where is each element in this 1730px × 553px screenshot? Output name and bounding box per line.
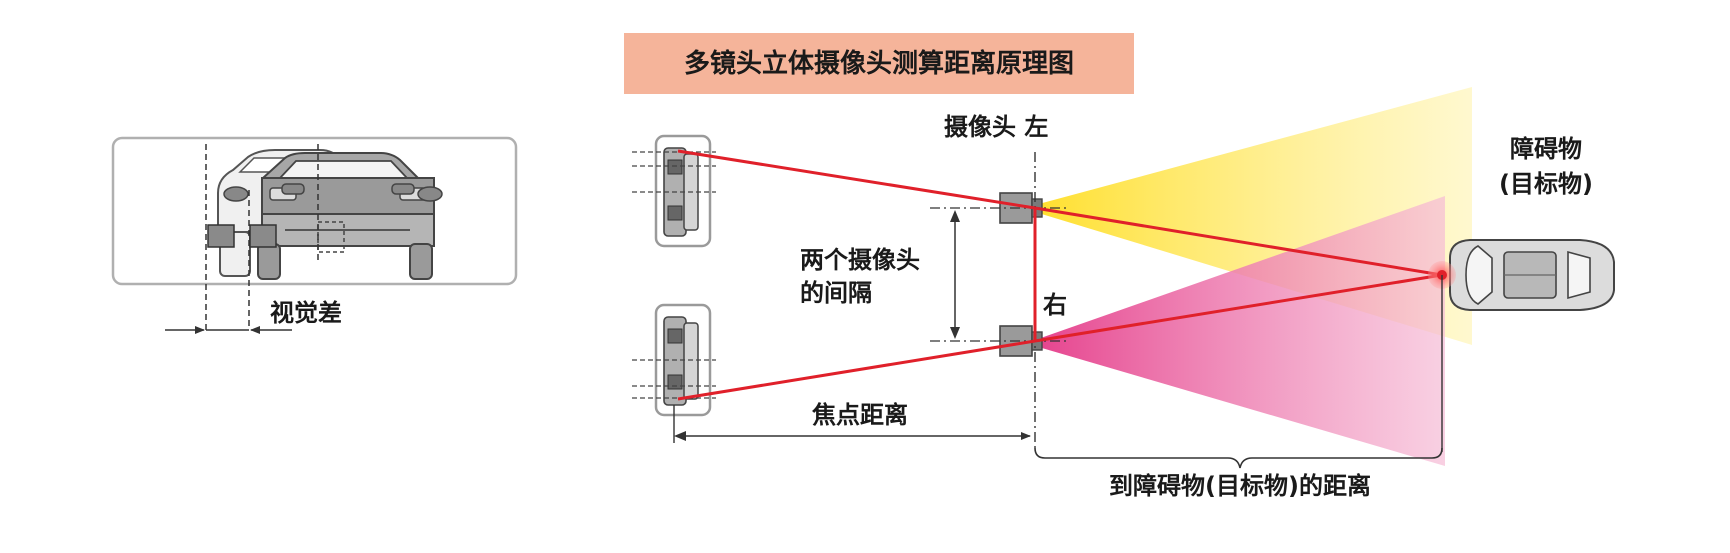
right-target-ray xyxy=(1034,273,1443,343)
diagram-title: 多镜头立体摄像头测算距离原理图 xyxy=(684,48,1074,79)
obstacle-label-1: 障碍物 xyxy=(1510,135,1582,163)
parallax-label: 视觉差 xyxy=(270,299,342,327)
front-car-icon xyxy=(223,152,443,280)
right-sensor-image xyxy=(632,303,716,417)
left-target-ray xyxy=(1034,206,1443,277)
left-focal-ray xyxy=(677,149,1036,210)
camera-spacing-label-2: 的间隔 xyxy=(800,279,872,307)
target-car-icon xyxy=(1449,239,1615,311)
parallax-panel: 视觉差 xyxy=(111,136,518,334)
camera-spacing-label-1: 两个摄像头 xyxy=(800,246,920,274)
ray-lines xyxy=(677,149,1443,401)
obstacle-label-2: (目标物) xyxy=(1499,170,1593,198)
spacing-arrow-bottom xyxy=(950,327,960,339)
camera-right-label: 右 xyxy=(1043,291,1067,319)
distance-brace xyxy=(1034,447,1443,469)
right-camera-beam xyxy=(1035,196,1445,466)
left-sensor-image xyxy=(632,134,716,248)
focal-distance-label: 焦点距离 xyxy=(812,401,908,429)
ghost-plate xyxy=(207,224,235,248)
spacing-arrow-top xyxy=(950,210,960,222)
right-focal-ray xyxy=(677,339,1036,401)
front-plate xyxy=(249,224,277,248)
distance-to-obstacle-label: 到障碍物(目标物)的距离 xyxy=(1109,472,1371,500)
camera-left-label: 摄像头 左 xyxy=(944,113,1048,141)
title-banner xyxy=(624,33,1134,94)
focal-arrow-start xyxy=(674,431,686,441)
